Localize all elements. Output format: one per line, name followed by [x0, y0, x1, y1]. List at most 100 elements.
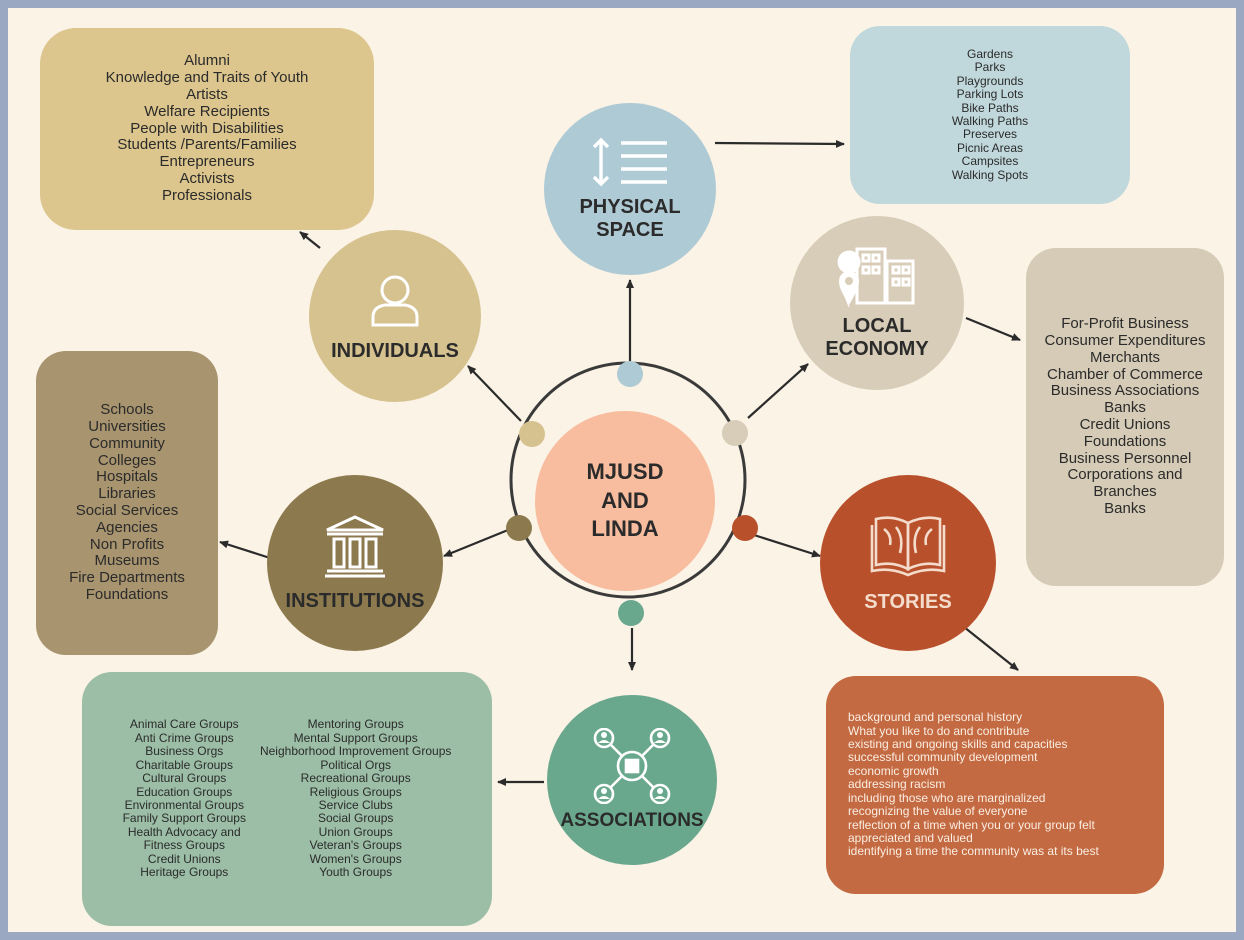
associations-list-item: Social Groups: [318, 811, 394, 826]
arrow-stories-to-box: [963, 626, 1019, 671]
institutions-list-item: Community: [89, 434, 165, 452]
associations-list-item: Animal Care Groups: [129, 717, 239, 732]
individuals-list-item: Alumni: [184, 52, 230, 70]
local-economy-list-item: Banks: [1104, 399, 1146, 417]
associations-list-item: Fitness Groups: [143, 838, 225, 853]
associations-list-item: Youth Groups: [319, 865, 393, 880]
network-people-icon: [593, 728, 671, 805]
physical-space-title-line-1: PHYSICAL: [579, 196, 681, 218]
physical-space-list-item: Walking Spots: [951, 167, 1029, 182]
individuals-list-item: Students /Parents/Families: [117, 136, 297, 154]
associations-circle: ASSOCIATIONS: [547, 695, 717, 865]
local-economy-title: LOCAL ECONOMY: [825, 315, 928, 361]
local-economy-list-item: Foundations: [1083, 432, 1167, 450]
physical-space-list-item: Bike Paths: [961, 100, 1019, 115]
associations-list-item: Environmental Groups: [124, 798, 244, 812]
local-economy-title-line-1: LOCAL: [842, 315, 912, 337]
physical-space-list-item: Campsites: [961, 154, 1019, 169]
stories-list-item: recognizing the value of everyone: [848, 804, 1028, 819]
associations-list-item: Cultural Groups: [142, 771, 227, 786]
associations-list-item: Business Orgs: [145, 744, 224, 759]
individuals-list-item: People with Disabilities: [130, 119, 284, 137]
associations-list-item: Union Groups: [318, 824, 393, 839]
physical-space-list-item: Preserves: [962, 127, 1018, 142]
associations-list-item: Charitable Groups: [135, 757, 233, 772]
associations-list-item: Mental Support Groups: [293, 730, 418, 745]
stories-list-item: What you like to do and contribute: [848, 723, 1030, 738]
associations-list-item: Credit Unions: [147, 851, 221, 866]
associations-list-item: Religious Groups: [309, 784, 402, 799]
institutions-list-item: Hospitals: [96, 468, 158, 486]
local-economy-title-line-2: ECONOMY: [825, 338, 929, 360]
local-economy-list-item: Credit Unions: [1079, 416, 1171, 433]
stories-list-item: economic growth: [848, 763, 939, 778]
columns-building-icon: [325, 514, 385, 577]
vertical-arrows-list-icon: [592, 137, 667, 187]
local-economy-list-item: Banks: [1104, 499, 1146, 517]
arrow-to-institutions: [443, 528, 509, 558]
institutions-list-item: Universities: [88, 418, 166, 436]
arrow-to-local-economy: [747, 363, 809, 419]
stories-list-item: including those who are marginalized: [848, 790, 1046, 805]
individuals-title: INDIVIDUALS: [331, 339, 459, 362]
physical-space-list-item: Gardens: [966, 46, 1014, 61]
associations-list-item: Service Clubs: [318, 798, 393, 812]
stories-circle: STORIES: [820, 475, 996, 651]
associations-list-item: Education Groups: [136, 784, 233, 799]
local-economy-list-item: Corporations and: [1067, 466, 1183, 484]
associations-list-item: Mentoring Groups: [307, 717, 404, 732]
dot-local-economy: [722, 420, 748, 446]
physical-space-list-item: Walking Paths: [951, 114, 1029, 128]
associations-list-item: Neighborhood Improvement Groups: [259, 744, 452, 759]
stories-list-item: background and personal history: [848, 710, 1023, 725]
local-economy-list-item: Business Personnel: [1058, 449, 1192, 467]
open-book-icon: [870, 515, 946, 576]
individuals-circle: INDIVIDUALS: [309, 230, 481, 402]
local-economy-list-item: Branches: [1093, 483, 1157, 501]
dot-associations: [618, 600, 644, 626]
institutions-list-item: Agencies: [96, 518, 158, 536]
dot-physical-space: [617, 361, 643, 387]
stories-list-item: existing and ongoing skills and capaciti…: [848, 736, 1068, 751]
individuals-list-item: Artists: [186, 86, 228, 103]
stories-list-item: identifying a time the community was at …: [848, 844, 1099, 859]
stories-list-item: successful community development: [848, 750, 1038, 765]
center-circle: MJUSD AND LINDA: [535, 411, 715, 591]
person-icon: [371, 275, 419, 326]
institutions-list-item: Social Services: [75, 502, 179, 519]
local-economy-list-item: Merchants: [1089, 348, 1161, 366]
local-economy-circle: LOCAL ECONOMY: [790, 216, 964, 390]
physical-space-list-item: Parks: [974, 60, 1006, 75]
associations-list-item: Political Orgs: [320, 757, 392, 772]
institutions-list-item: Schools: [100, 401, 154, 419]
institutions-circle: INSTITUTIONS: [267, 475, 443, 651]
local-economy-list-item: Business Associations: [1050, 382, 1200, 400]
local-economy-list-item: For-Profit Business: [1061, 315, 1189, 333]
institutions-list-item: Colleges: [97, 451, 157, 469]
individuals-list-item: Entrepreneurs: [159, 153, 255, 171]
associations-list-item: Women's Groups: [309, 851, 402, 866]
arrow-institutions-to-box: [219, 540, 271, 560]
stories-list-item: addressing racism: [848, 777, 946, 792]
dot-institutions: [506, 515, 532, 541]
dot-individuals: [519, 421, 545, 447]
stories-list-item: appreciated and valued: [848, 831, 973, 846]
institutions-list-item: Fire Departments: [69, 569, 185, 587]
physical-space-list-item: Parking Lots: [956, 87, 1024, 102]
institutions-list-item: Libraries: [98, 485, 156, 503]
institutions-list-item: Museums: [94, 552, 160, 570]
buildings-location-icon: [837, 247, 915, 307]
dot-stories: [732, 515, 758, 541]
arrow-economy-to-box: [965, 316, 1021, 342]
associations-list-item: Heritage Groups: [140, 865, 229, 880]
physical-space-list-item: Picnic Areas: [956, 140, 1024, 155]
associations-list-item: Anti Crime Groups: [134, 730, 234, 745]
